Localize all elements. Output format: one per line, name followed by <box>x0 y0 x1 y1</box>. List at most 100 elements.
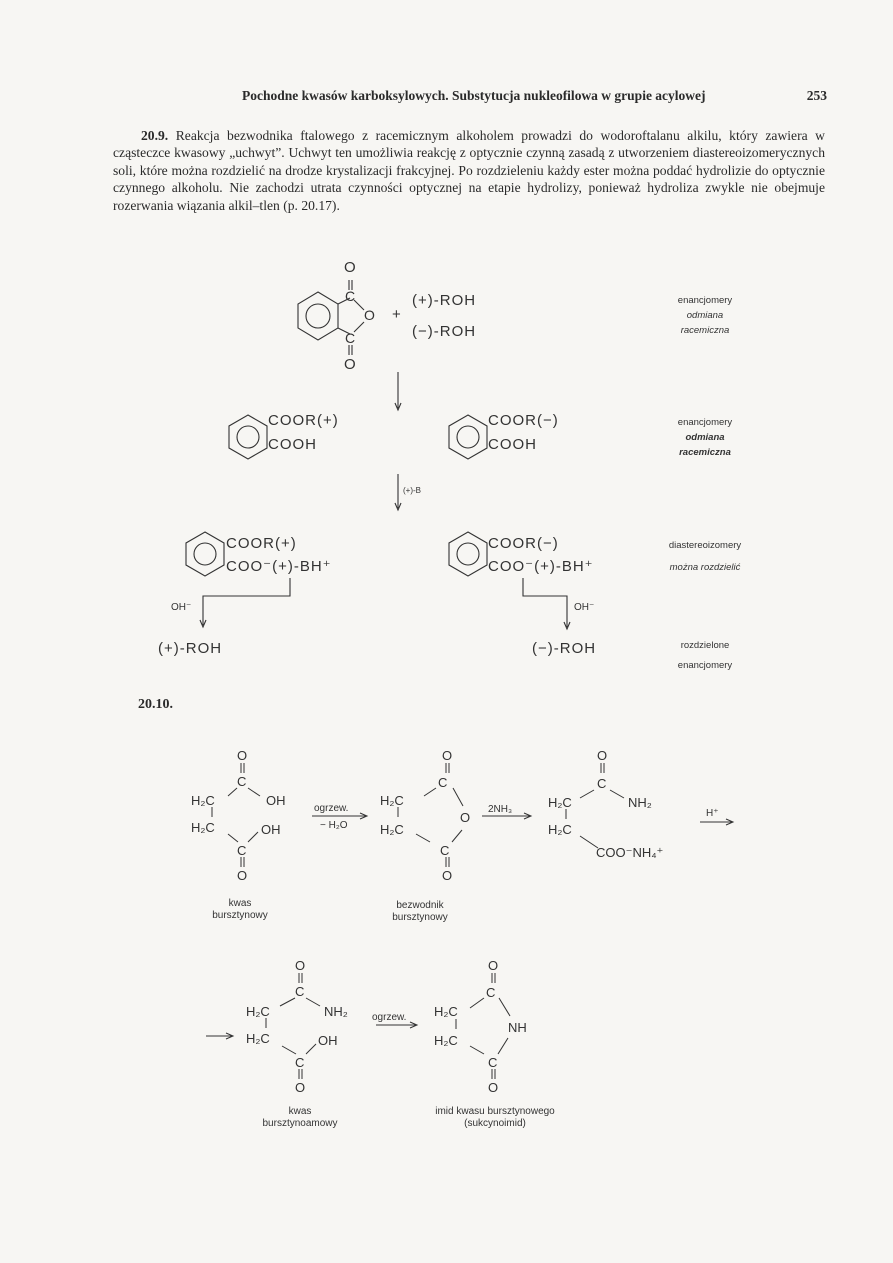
plus-sign: + <box>392 306 401 323</box>
anh-bottom-carbon: C <box>440 843 450 858</box>
amic-top-carbon: C <box>295 984 305 999</box>
benzene-ring-salt-minus <box>448 531 488 577</box>
heat-label: ogrzew. <box>314 803 349 814</box>
side-label-3-line-1: diastereoizomery <box>668 540 742 551</box>
side-label-2-line-1: enancjomery <box>677 417 733 428</box>
amic-nh2: NH₂ <box>324 1004 348 1019</box>
anh-ch2-bottom: H₂C <box>380 822 404 837</box>
amic-top-oxygen: O <box>295 958 306 973</box>
benzene-ring-ester-plus <box>228 414 268 460</box>
caption-succinic-anhydride-line-1: bezwodnik <box>396 900 444 911</box>
caption-succinimide-line-2: (sukcynoimid) <box>464 1118 526 1129</box>
header-title: Pochodne kwasów karboksylowych. Substytu… <box>242 88 706 103</box>
caption-succinic-acid-line-2: bursztynowy <box>212 910 268 921</box>
side-label-4: rozdzielone enancjomery <box>640 636 770 676</box>
imide-ch2-top: H₂C <box>434 1004 458 1019</box>
side-label-2: enancjomery odmiana racemiczna <box>640 415 770 460</box>
section-text: Reakcja bezwodnika ftalowego z racemiczn… <box>113 128 825 213</box>
resolved-alcohol-minus: (−)-ROH <box>532 640 597 657</box>
ammonia-label: 2NH₃ <box>488 804 513 815</box>
racemic-alcohol-minus: (−)-ROH <box>412 323 477 340</box>
salt-plus-ammonium: COO⁻(+)-BH⁺ <box>226 558 332 575</box>
acid-proton-label: H⁺ <box>706 808 719 819</box>
side-label-4-line-1: rozdzielone <box>680 640 730 651</box>
anh-ch2-top: H₂C <box>380 793 404 808</box>
amate-ch2-top: H₂C <box>548 795 572 810</box>
caption-succinic-anhydride: bezwodnik bursztynowy <box>370 900 470 924</box>
acid-bottom-oxygen: O <box>237 868 248 883</box>
ester-plus-cooh: COOH <box>268 436 317 453</box>
minus-water-label: − H₂O <box>320 820 348 831</box>
base-reagent: (+)-B <box>403 486 421 495</box>
ester-minus-cooh: COOH <box>488 436 537 453</box>
salt-plus-coor: COOR(+) <box>226 535 297 552</box>
anh-top-oxygen: O <box>442 748 453 763</box>
running-header: Pochodne kwasów karboksylowych. Substytu… <box>242 88 827 104</box>
side-label-1-line-1: enancjomery <box>677 295 733 306</box>
imide-nh: NH <box>508 1020 527 1035</box>
acid-ch2-bottom: H₂C <box>191 820 215 835</box>
side-label-4-line-2: enancjomery <box>677 660 733 671</box>
salt-minus-ammonium: COO⁻(+)-BH⁺ <box>488 558 594 575</box>
anhydride-bottom-oxygen: O <box>344 356 356 373</box>
side-label-1-line-3: racemiczna <box>680 325 730 336</box>
caption-succinic-anhydride-line-2: bursztynowy <box>392 912 448 923</box>
caption-succinimide-line-1: imid kwasu bursztynowego <box>435 1106 555 1117</box>
acid-top-oxygen: O <box>237 748 248 763</box>
imide-ch2-bottom: H₂C <box>434 1033 458 1048</box>
amate-carboxylate: COO⁻NH₄⁺ <box>596 845 664 860</box>
amic-oh: OH <box>318 1033 338 1048</box>
salt-minus-coor: COOR(−) <box>488 535 559 552</box>
side-label-3-line-2: można rozdzielić <box>669 562 741 573</box>
hydroxide-right: OH⁻ <box>574 602 595 613</box>
imide-bottom-oxygen: O <box>488 1080 499 1095</box>
heat-label-2: ogrzew. <box>372 1012 407 1023</box>
acid-oh-top: OH <box>266 793 286 808</box>
side-label-2-line-2: odmiana <box>685 432 725 443</box>
acid-ch2-top: H₂C <box>191 793 215 808</box>
benzene-ring-anhydride <box>297 291 339 341</box>
amate-nh2: NH₂ <box>628 795 652 810</box>
acid-bottom-carbon: C <box>237 843 247 858</box>
amate-ch2-bottom: H₂C <box>548 822 572 837</box>
amate-top-oxygen: O <box>597 748 608 763</box>
acid-top-carbon: C <box>237 774 247 789</box>
page-number: 253 <box>806 88 827 103</box>
aromatic-circle <box>305 303 331 329</box>
anh-ring-oxygen: O <box>460 810 471 825</box>
ester-minus-coor: COOR(−) <box>488 412 559 429</box>
benzene-ring-ester-minus <box>448 414 488 460</box>
side-label-1: enancjomery odmiana racemiczna <box>640 293 770 338</box>
amic-ch2-top: H₂C <box>246 1004 270 1019</box>
caption-succinamic-acid-line-1: kwas <box>288 1106 312 1117</box>
amic-bottom-carbon: C <box>295 1055 305 1070</box>
imide-bottom-carbon: C <box>488 1055 498 1070</box>
amic-bottom-oxygen: O <box>295 1080 306 1095</box>
side-label-3: diastereoizomery można rozdzielić <box>640 535 770 579</box>
anhydride-carbonyl-bottom: C <box>345 330 356 346</box>
anhydride-carbonyl-top: C <box>345 288 356 304</box>
anh-top-carbon: C <box>438 775 448 790</box>
anhydride-ring-oxygen: O <box>364 307 375 323</box>
hydroxide-left: OH⁻ <box>171 602 192 613</box>
side-label-2-line-3: racemiczna <box>679 447 731 458</box>
ester-plus-coor: COOR(+) <box>268 412 339 429</box>
side-label-1-line-2: odmiana <box>686 310 724 321</box>
imide-top-oxygen: O <box>488 958 499 973</box>
section-20-9-paragraph: 20.9. Reakcja bezwodnika ftalowego z rac… <box>113 127 825 214</box>
acid-oh-bottom: OH <box>261 822 281 837</box>
section-number: 20.9. <box>141 128 169 143</box>
anhydride-top-oxygen: O <box>344 259 356 276</box>
section-20-10-number: 20.10. <box>138 697 173 712</box>
caption-succinic-acid-line-1: kwas <box>228 898 252 909</box>
imide-top-carbon: C <box>486 985 496 1000</box>
caption-succinic-acid: kwas bursztynowy <box>180 898 300 922</box>
amic-ch2-bottom: H₂C <box>246 1031 270 1046</box>
caption-succinimide: imid kwasu bursztynowego (sukcynoimid) <box>410 1106 580 1130</box>
racemic-alcohol-plus: (+)-ROH <box>412 292 477 309</box>
caption-succinamic-acid: kwas bursztynoamowy <box>240 1106 360 1130</box>
resolved-alcohol-plus: (+)-ROH <box>158 640 223 657</box>
anh-bottom-oxygen: O <box>442 868 453 883</box>
amate-top-carbon: C <box>597 776 607 791</box>
